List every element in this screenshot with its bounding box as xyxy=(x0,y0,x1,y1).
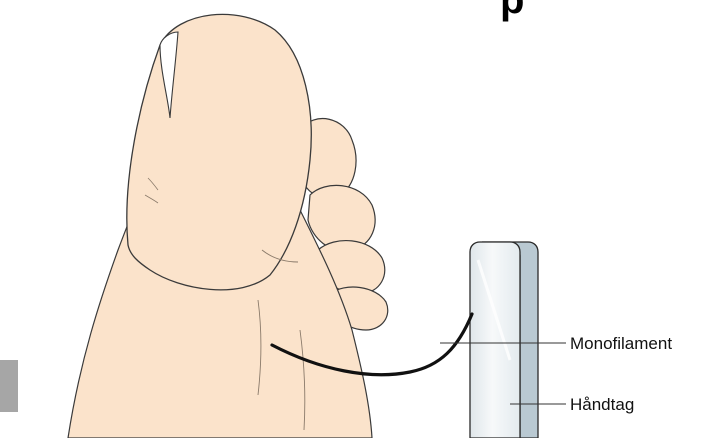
big-toe xyxy=(126,13,312,291)
crease-line xyxy=(261,249,299,263)
handle-label: Håndtag xyxy=(570,395,635,414)
handle xyxy=(469,241,539,439)
toenail xyxy=(159,31,179,119)
monofilament-label: Monofilament xyxy=(570,334,673,353)
crease-line xyxy=(299,329,306,431)
toe-2 xyxy=(297,118,357,199)
wrinkle-line xyxy=(144,194,159,204)
crease-line xyxy=(257,299,262,396)
title-fragment: p xyxy=(500,0,525,22)
monofilament xyxy=(270,312,474,377)
wrinkle-line xyxy=(147,177,159,191)
toe-3 xyxy=(307,184,376,252)
side-tab xyxy=(0,360,18,412)
